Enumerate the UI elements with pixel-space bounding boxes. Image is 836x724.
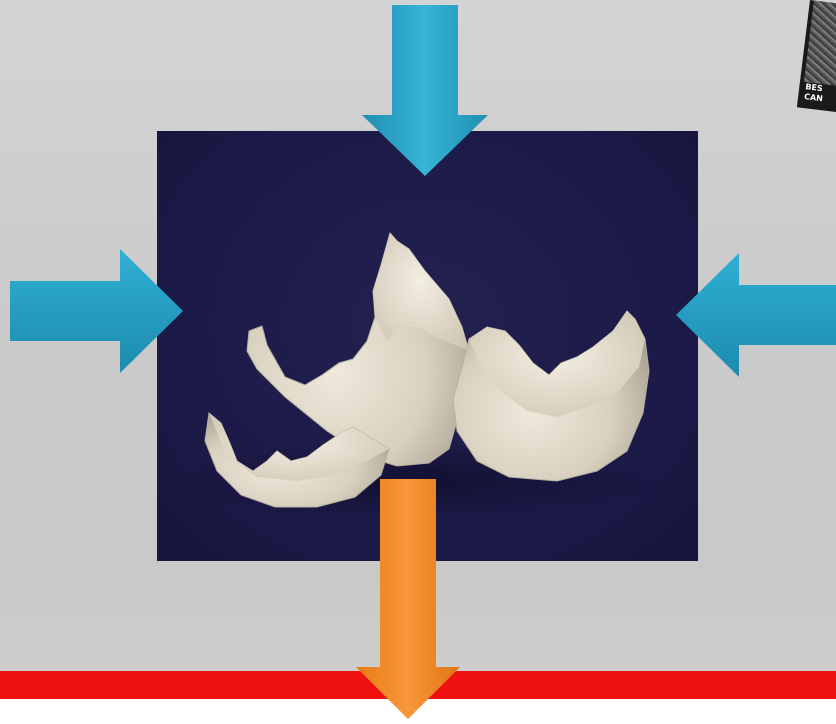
arrow-left-icon-right <box>675 252 836 378</box>
arrow-down-icon-bottom <box>354 479 462 721</box>
corner-thumbnail: BES CAN <box>797 0 836 112</box>
thumbnail-caption-line2: CAN <box>804 92 824 103</box>
thumbnail-caption: BES CAN <box>804 82 825 104</box>
arrow-down-icon-top <box>360 5 490 177</box>
arrow-right-icon-left <box>10 248 184 374</box>
thumbnail-photo <box>804 0 836 86</box>
